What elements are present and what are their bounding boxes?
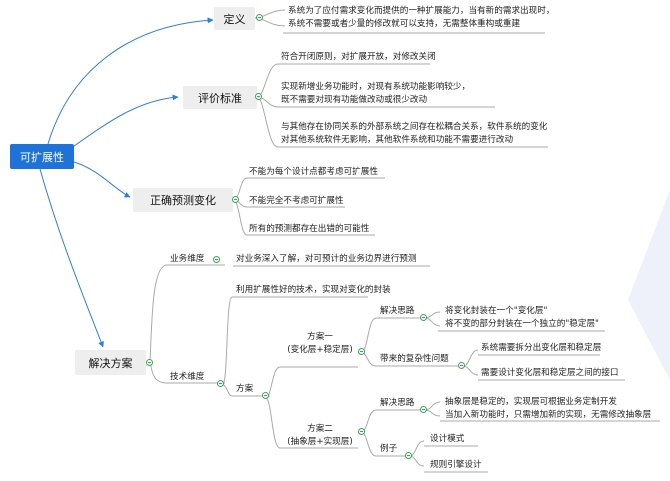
business-dimension-label: 业务维度 [170,254,205,264]
collapse-icon[interactable] [262,392,269,399]
collapse-icon[interactable] [358,348,365,355]
plan2-idea-text: 抽象层是稳定的，实现层可根据业务定制开发 当加入新功能时，只需增加新的实现，无需… [445,397,652,420]
plan1-problem-item: 系统需要拆分出变化层和稳定层 [481,343,602,353]
criteria-item: 实现新增业务功能时，对现有系统功能影响较少， 既不需要对现有功能做改动或很少改动 [281,82,471,105]
business-dimension-text: 对业务深入了解，对可预计的业务边界进行预测 [236,254,417,264]
predict-item: 不能为每个设计点都考虑可扩展性 [249,167,378,177]
solution-node[interactable]: 解决方案 [75,350,146,375]
predict-item: 不能完全不考虑可扩展性 [249,196,344,206]
plan-label: 方案 [236,384,254,394]
collapse-icon[interactable] [358,428,365,435]
criteria-node[interactable]: 评价标准 [183,86,257,109]
definition-text: 系统为了应付需求变化而提供的一种扩展能力，当有新的需求出现时， 系统不需要或者少… [288,6,555,29]
tech-intro-text: 利用扩展性好的技术，实现对变化的封装 [236,285,391,295]
collapse-icon[interactable] [217,380,224,387]
collapse-icon[interactable] [256,14,263,21]
root-label: 可扩展性 [20,150,64,164]
criteria-label: 评价标准 [198,91,242,105]
predict-item: 所有的预测都存在出错的可能性 [249,224,370,234]
predict-node[interactable]: 正确预测变化 [133,188,233,212]
predict-label: 正确预测变化 [150,194,216,207]
collapse-icon[interactable] [255,93,262,100]
arrow-to-criteria [69,94,179,150]
arrow-to-solution [39,168,104,348]
plan1-idea-text: 将变化封装在一个"变化层" 将不变的部分封装在一个独立的"稳定层" [445,306,600,329]
criteria-item: 符合开闭原则，对扩展开放，对修改关闭 [281,52,436,62]
collapse-icon[interactable] [420,406,427,413]
collapse-icon[interactable] [232,196,239,203]
tech-dimension-label: 技术维度 [170,372,205,382]
arrow-to-predict [73,161,131,198]
collapse-icon[interactable] [420,314,427,321]
plan2-idea-label: 解决思路 [380,398,415,408]
plan1-problem-label: 带来的复杂性问题 [380,354,449,364]
plan2-example-item: 规则引擎设计 [430,460,482,470]
collapse-icon[interactable] [405,452,412,459]
arrow-to-definition [47,17,214,145]
collapse-icon[interactable] [213,256,220,263]
definition-label: 定义 [223,12,246,26]
root-node[interactable]: 可扩展性 [10,144,74,169]
solution-label: 解决方案 [88,356,133,370]
collapse-icon[interactable] [146,359,153,366]
plan1-problem-item: 需要设计变化层和稳定层之间的接口 [481,368,619,378]
plan2-title: 方案二 (抽象层+实现层) [287,424,353,447]
collapse-icon[interactable] [458,362,465,369]
plan1-idea-label: 解决思路 [380,306,415,316]
definition-node[interactable]: 定义 [214,7,255,30]
plan2-example-label: 例子 [380,444,398,454]
plan2-example-item: 设计模式 [430,434,465,444]
criteria-item: 与其他存在协同关系的外部系统之间存在松耦合关系，软件系统的变化 对其他系统软件无… [281,122,548,145]
plan1-title: 方案一 (变化层+稳定层) [287,332,353,355]
